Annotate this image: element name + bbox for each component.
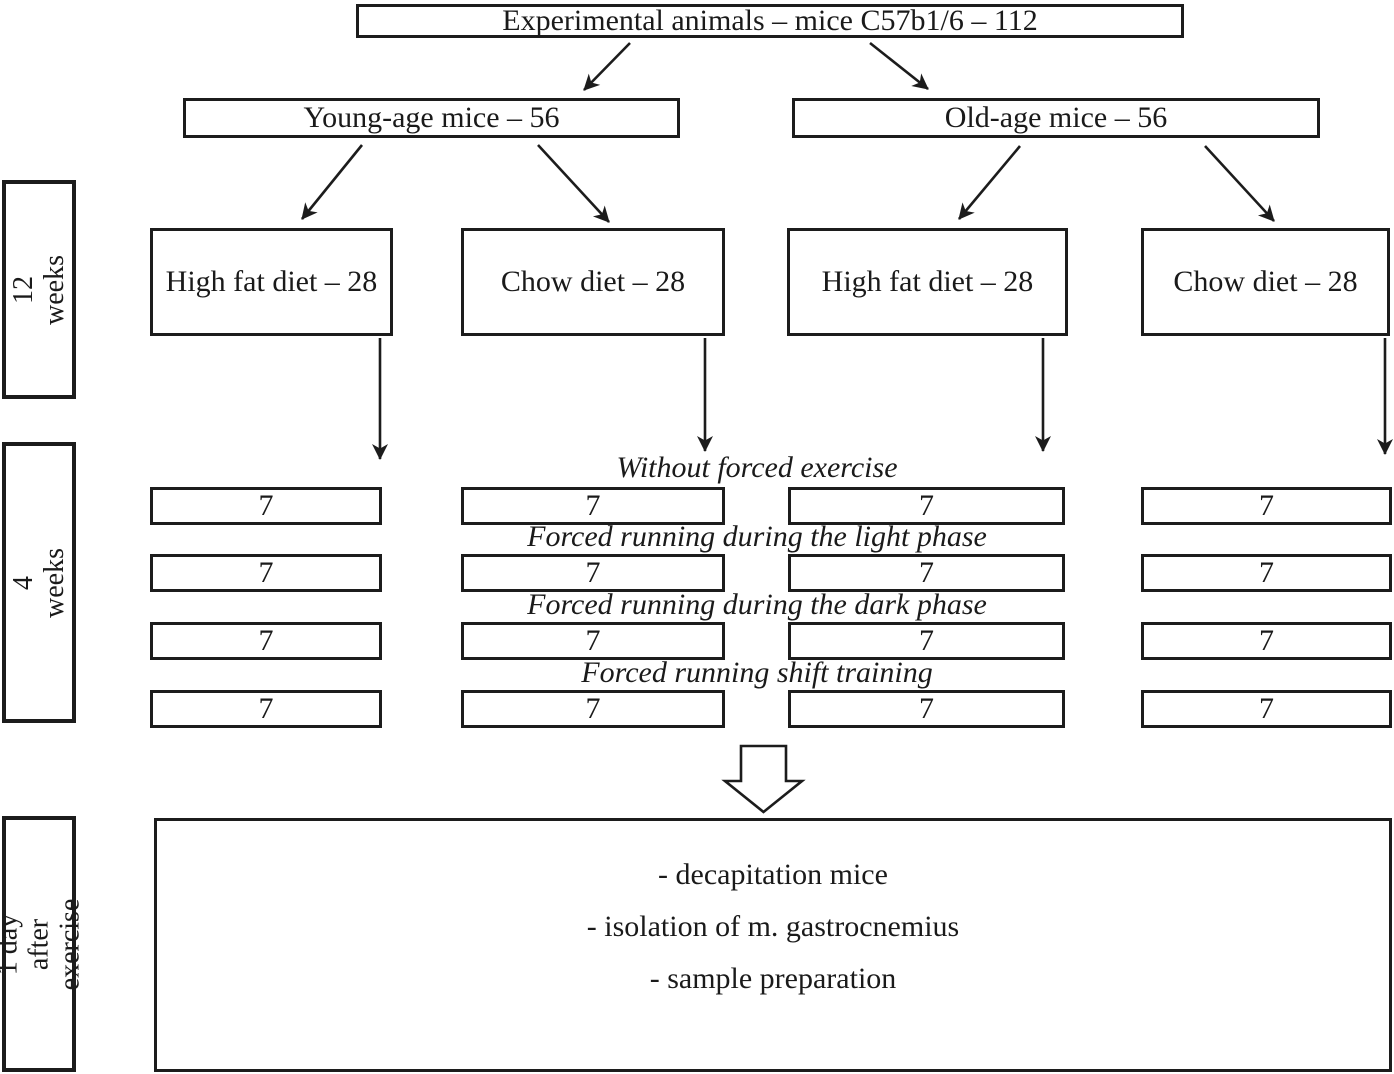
root-box: Experimental animals – mice C57b1/6 – 11… bbox=[356, 4, 1184, 38]
duration-12-weeks-box: 12 weeks bbox=[2, 180, 76, 399]
count-cell: 7 bbox=[461, 690, 725, 728]
old-age-box: Old-age mice – 56 bbox=[792, 98, 1320, 138]
young-high-fat-diet-label: High fat diet – 28 bbox=[165, 265, 378, 298]
final-step-isolation: - isolation of m. gastrocnemius bbox=[586, 910, 960, 943]
count-cell: 7 bbox=[150, 690, 382, 728]
young-age-label: Young-age mice – 56 bbox=[303, 101, 560, 134]
young-age-box: Young-age mice – 56 bbox=[183, 98, 680, 138]
count-cell: 7 bbox=[1141, 690, 1392, 728]
arrow-root-to-old-icon bbox=[869, 41, 929, 91]
count-cell: 7 bbox=[1141, 487, 1392, 525]
old-chow-diet-label: Chow diet – 28 bbox=[1173, 265, 1358, 298]
phase-label-forced-running-dark-phase: Forced running during the dark phase bbox=[527, 588, 987, 621]
count-cell: 7 bbox=[461, 487, 725, 525]
phase-label-without-forced-exercise: Without forced exercise bbox=[616, 451, 898, 484]
count-cell: 7 bbox=[150, 487, 382, 525]
count-cell: 7 bbox=[788, 622, 1065, 660]
count-cell: 7 bbox=[461, 554, 725, 592]
block-arrow-down-icon bbox=[721, 744, 806, 814]
arrow-young-to-highfat-icon bbox=[300, 144, 364, 220]
count-cell: 7 bbox=[150, 554, 382, 592]
phase-label-forced-running-light-phase: Forced running during the light phase bbox=[527, 520, 987, 553]
duration-12-weeks-label: 12 weeks bbox=[8, 254, 71, 325]
phase-label-forced-running-shift-training: Forced running shift training bbox=[581, 656, 933, 689]
old-high-fat-diet-box: High fat diet – 28 bbox=[787, 228, 1068, 336]
duration-4-weeks-box: 4 weeks bbox=[2, 442, 76, 723]
duration-1-day-after-exercise-box: 1 day after exercise bbox=[0, 816, 86, 1072]
final-step-sample-preparation: - sample preparation bbox=[649, 962, 897, 995]
duration-4-weeks-label: 4 weeks bbox=[8, 547, 71, 618]
arrow-young-to-chow-icon bbox=[537, 144, 610, 223]
arrow-old-to-chow-icon bbox=[1204, 145, 1275, 222]
old-high-fat-diet-label: High fat diet – 28 bbox=[821, 265, 1034, 298]
count-cell: 7 bbox=[1141, 554, 1392, 592]
arrow-old-to-highfat-icon bbox=[958, 145, 1021, 220]
duration-1-day-after-exercise-label: 1 day after exercise bbox=[0, 898, 86, 990]
final-procedures-box: - decapitation mice - isolation of m. ga… bbox=[154, 818, 1392, 1072]
count-cell: 7 bbox=[461, 622, 725, 660]
count-cell: 7 bbox=[788, 487, 1065, 525]
final-step-decapitation: - decapitation mice bbox=[658, 858, 888, 891]
arrow-root-to-young-icon bbox=[583, 42, 631, 91]
old-chow-diet-box: Chow diet – 28 bbox=[1141, 228, 1390, 336]
count-cell: 7 bbox=[1141, 622, 1392, 660]
count-cell: 7 bbox=[150, 622, 382, 660]
root-box-label: Experimental animals – mice C57b1/6 – 11… bbox=[502, 4, 1038, 37]
young-chow-diet-box: Chow diet – 28 bbox=[461, 228, 725, 336]
count-cell: 7 bbox=[788, 690, 1065, 728]
old-age-label: Old-age mice – 56 bbox=[944, 101, 1168, 134]
young-high-fat-diet-box: High fat diet – 28 bbox=[150, 228, 393, 336]
young-chow-diet-label: Chow diet – 28 bbox=[500, 265, 686, 298]
count-cell: 7 bbox=[788, 554, 1065, 592]
